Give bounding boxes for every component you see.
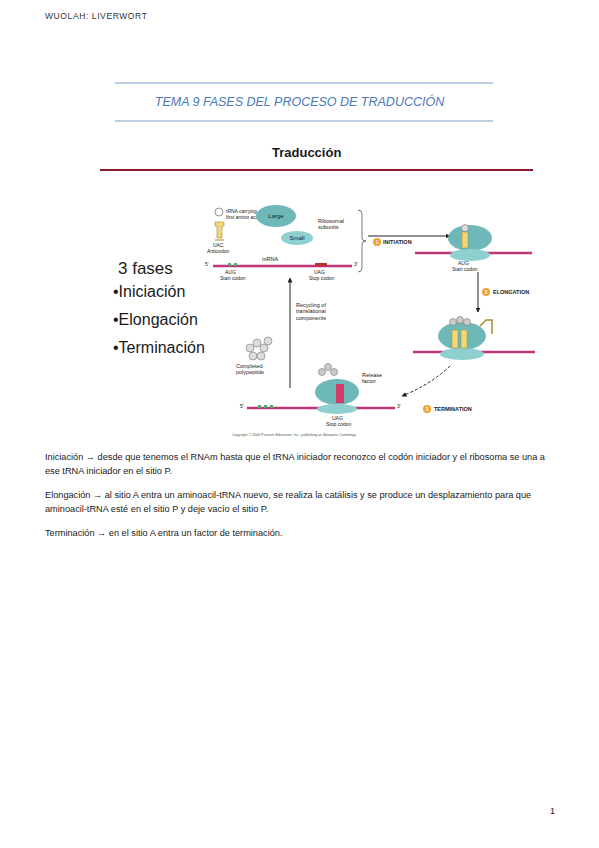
- callout-text: Start codon: [452, 267, 478, 273]
- arrow: [478, 272, 479, 312]
- bracket: [358, 210, 366, 272]
- callout-number: 3: [423, 406, 431, 412]
- callout-text: Start codon: [220, 276, 246, 282]
- callout-number: 1: [373, 239, 381, 245]
- strand-end: 5': [240, 404, 244, 410]
- subunit-shape: Small: [281, 231, 313, 245]
- codon: AUG: [225, 270, 236, 276]
- ribosome-initiation: [415, 225, 532, 262]
- page-number: 1: [550, 806, 555, 816]
- slide-title: Traducción: [272, 146, 341, 161]
- strand-end: 3': [354, 262, 358, 268]
- callout-circle: [373, 238, 381, 246]
- callout-text: Stop codon: [326, 422, 351, 428]
- callout-number: 2: [482, 289, 490, 295]
- codon: UAC: [213, 243, 224, 249]
- slide-text: 3 fases: [118, 259, 173, 279]
- ribosome-elongation: [413, 317, 535, 361]
- stage-name: TERMINATION: [434, 406, 472, 412]
- mrna-strand: [213, 263, 352, 266]
- ribosome-termination: [247, 364, 395, 415]
- paragraph: Elongación → al sitio A entra un aminoac…: [45, 488, 560, 517]
- codon: UAG: [332, 416, 343, 422]
- bullet: •Elongación: [113, 311, 198, 329]
- rule: [115, 121, 493, 122]
- strand-end: 3': [397, 404, 401, 410]
- callout-text: Stop codon: [309, 276, 334, 282]
- callout-text: Anticodon: [207, 249, 229, 255]
- bullet: •Iniciación: [113, 283, 185, 301]
- codon: UAG: [314, 270, 325, 276]
- arrow: [368, 236, 450, 237]
- paragraph: Terminación → en el sitio A entra un fac…: [45, 526, 560, 540]
- page-title: TEMA 9 FASES DEL PROCESO DE TRADUCCIÓN: [0, 95, 599, 109]
- stage-name: ELONGATION: [493, 289, 529, 295]
- callout-text: Release factor: [362, 372, 392, 385]
- bullet: •Terminación: [113, 339, 205, 357]
- arrow: [402, 366, 450, 396]
- header: WUOLAH: LIVERWORT: [45, 12, 147, 22]
- rule: [115, 83, 493, 84]
- paragraph: Iniciación → desde que tenemos el RNAm h…: [45, 450, 560, 479]
- callout-circle: [482, 288, 490, 296]
- callout-text: Recycling of translational components: [296, 302, 344, 321]
- callout-text: Ribosomal subunits: [318, 218, 354, 231]
- copyright: Copyright © 2006 Pearson Education, Inc.…: [232, 433, 356, 437]
- callout-text: Completed polypeptide: [236, 363, 274, 376]
- stage-name: INITIATION: [383, 239, 412, 245]
- arrow: [290, 278, 291, 388]
- subunit-label: Small: [289, 235, 304, 241]
- polypeptide: [246, 337, 272, 360]
- subunit-fill: [281, 231, 313, 245]
- codon: AUG: [458, 261, 469, 267]
- subunit-fill: [256, 205, 296, 227]
- callout-circle: [423, 405, 431, 413]
- subunit-shape: Large: [256, 205, 296, 227]
- callout-text: mRNA: [262, 256, 278, 262]
- strand-end: 5': [205, 262, 209, 268]
- slide-rule: [100, 169, 533, 171]
- subunit-label: Large: [268, 213, 283, 219]
- trna-initiator: [215, 208, 224, 240]
